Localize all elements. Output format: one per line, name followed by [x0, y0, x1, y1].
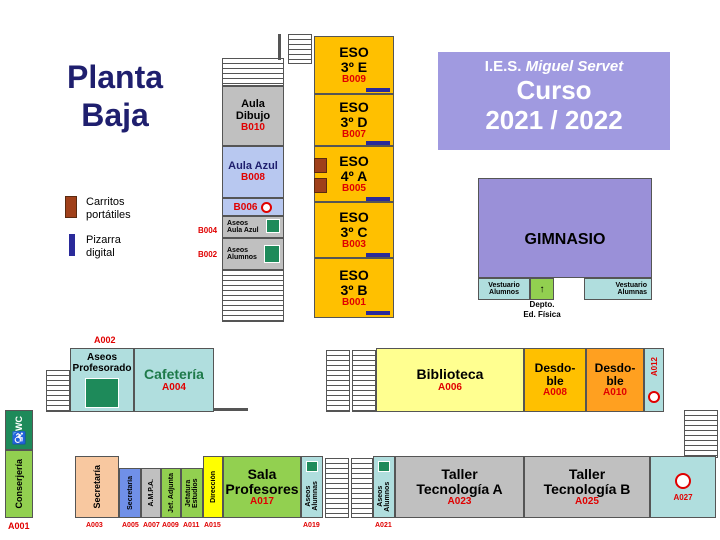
accessible-icon: ♿	[11, 430, 27, 445]
room-b010-aula-dibujo[interactable]: Aula Dibujo B010	[222, 86, 284, 146]
room-b001-eso-3b[interactable]: ESO 3º B B001	[314, 258, 394, 318]
room-a007-ampa[interactable]: A.M.P.A.	[141, 468, 161, 518]
room-a017-sala-profesores[interactable]: Sala Profesores A017	[223, 456, 301, 518]
room-b008-aula-azul[interactable]: Aula Azul B008	[222, 146, 284, 198]
room-a009-jef-adjunta[interactable]: Jef. Adjunta	[161, 468, 181, 518]
label-a001: A001	[8, 521, 30, 531]
room-a004-cafeteria[interactable]: Cafetería A004	[134, 348, 214, 412]
room-a011-jefatura-estudios[interactable]: Jefatura Estudios	[181, 468, 203, 518]
room-a019-aseos-alumnas[interactable]: Aseos Alumnas	[301, 456, 323, 518]
wall	[278, 34, 281, 60]
room-b009-eso-3e[interactable]: ESO 3º E B009	[314, 36, 394, 94]
legend-cart-icon	[65, 196, 77, 218]
room-a002-aseos-profesorado[interactable]: Aseos Profesorado	[70, 348, 134, 412]
stairs-east	[684, 410, 718, 458]
label-a021: A021	[375, 522, 392, 529]
wc-icon	[378, 461, 390, 473]
room-a023-taller-tecnologia-a[interactable]: Taller Tecnología A A023	[395, 456, 524, 518]
room-vestuario-alumnas[interactable]: Vestuario Alumnas	[584, 278, 652, 300]
arrow-up-icon: ↑	[539, 283, 545, 295]
stairs-west	[46, 370, 70, 412]
stairs-central-upper-2	[352, 350, 376, 412]
label-b002: B002	[198, 250, 218, 259]
wc-icon	[306, 461, 318, 473]
room-a003-secretaria[interactable]: Secretaría	[75, 456, 119, 518]
digital-board-icon	[366, 197, 390, 201]
stairs-central-upper	[326, 350, 350, 412]
course-banner: I.E.S. Miguel Servet Curso 2021 / 2022	[438, 52, 670, 150]
room-gimnasio[interactable]: GIMNASIO	[478, 178, 652, 278]
room-b007-eso-3d[interactable]: ESO 3º D B007	[314, 94, 394, 146]
label-a015: A015	[204, 522, 221, 529]
floor-title: Planta Baja	[66, 59, 164, 134]
label-a005: A005	[122, 522, 139, 529]
room-vestuario-alumnos[interactable]: Vestuario Alumnos	[478, 278, 530, 300]
room-b003-eso-3c[interactable]: ESO 3º C B003	[314, 202, 394, 258]
digital-board-icon	[366, 311, 390, 315]
label-b004: B004	[198, 226, 218, 235]
label-a019: A019	[303, 522, 320, 529]
room-wc-accessible[interactable]: WC ♿	[5, 410, 33, 450]
stairs-eso	[288, 34, 312, 64]
label-a007: A007	[143, 522, 160, 529]
room-a005-secretaria[interactable]: Secretaría	[119, 468, 141, 518]
room-depto-ed-fisica[interactable]: ↑	[530, 278, 554, 300]
no-entry-icon	[648, 391, 660, 404]
label-a002: A002	[94, 335, 116, 345]
label-a011: A011	[183, 522, 200, 529]
cart-icon	[314, 178, 327, 193]
room-a010-desdoble[interactable]: Desdo- ble A010	[586, 348, 644, 412]
digital-board-icon	[366, 141, 390, 145]
room-a025-taller-tecnologia-b[interactable]: Taller Tecnología B A025	[524, 456, 650, 518]
accessible-wc-icon	[266, 219, 280, 233]
room-a008-desdoble[interactable]: Desdo- ble A008	[524, 348, 586, 412]
label-a003: A003	[86, 522, 103, 529]
wc-icon	[85, 378, 119, 408]
wc-icon	[264, 245, 280, 263]
stairs-central-lower-2	[351, 458, 373, 518]
room-a021-aseos-alumnos[interactable]: Aseos Alumnos	[373, 456, 395, 518]
no-entry-icon	[675, 472, 691, 489]
room-a027[interactable]: A027	[650, 456, 716, 518]
wall	[214, 408, 248, 411]
depto-ed-fisica-label: Depto. Ed. Física	[523, 300, 561, 319]
stairs-west-wing	[222, 58, 284, 86]
cart-icon	[314, 158, 327, 173]
stairs-central-lower	[325, 458, 349, 518]
room-a012[interactable]: A012	[644, 348, 664, 412]
label-a009: A009	[162, 522, 179, 529]
legend-board-label: Pizarra digital	[86, 234, 121, 259]
legend-cart-label: Carritos portátiles	[86, 196, 131, 221]
no-entry-icon	[261, 201, 273, 213]
digital-board-icon	[366, 253, 390, 257]
room-a006-biblioteca[interactable]: Biblioteca A006	[376, 348, 524, 412]
room-b006[interactable]: B006	[222, 198, 284, 216]
room-a015-direccion[interactable]: Dirección	[203, 456, 223, 518]
digital-board-icon	[366, 88, 390, 92]
room-b005-eso-4a[interactable]: ESO 4º A B005	[314, 146, 394, 202]
stairs-west-wing-lower	[222, 270, 284, 322]
room-a001-conserjeria[interactable]: Conserjería	[5, 450, 33, 518]
legend-board-icon	[69, 234, 75, 256]
